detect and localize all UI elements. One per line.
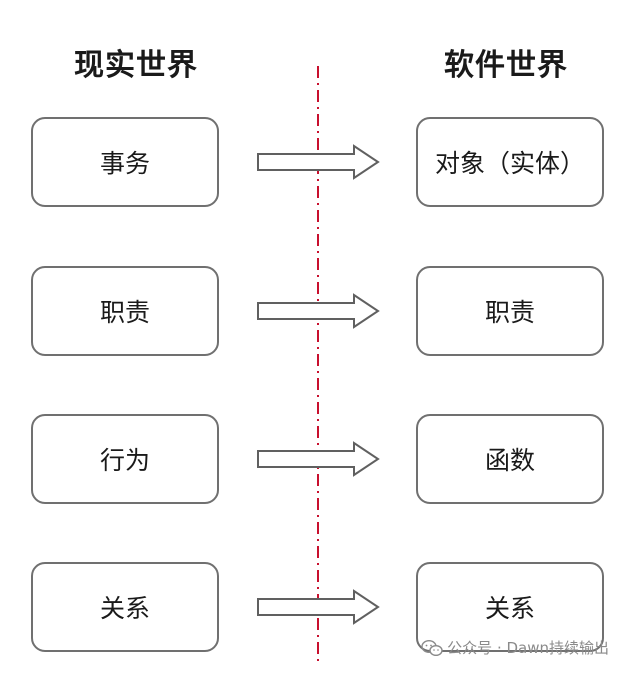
software-item-box: 对象（实体） xyxy=(416,117,604,207)
real-world-heading: 现实世界 xyxy=(74,48,198,83)
software-item-box: 关系 xyxy=(416,562,604,652)
mapping-arrow xyxy=(257,589,380,625)
mapping-arrow xyxy=(257,293,380,329)
wechat-icon xyxy=(421,639,443,656)
watermark-text: 公众号 · Dawn持续输出 xyxy=(447,639,609,657)
real-item-label: 职责 xyxy=(99,298,150,327)
mapping-arrow xyxy=(257,441,380,477)
software-item-box: 职责 xyxy=(416,266,604,356)
software-world-heading: 软件世界 xyxy=(444,48,568,83)
real-item-label: 事务 xyxy=(99,149,150,178)
real-item-box: 关系 xyxy=(31,562,219,652)
real-item-label: 行为 xyxy=(99,446,150,475)
software-item-label: 关系 xyxy=(484,594,535,623)
mapping-arrow xyxy=(257,144,380,180)
software-item-label: 函数 xyxy=(484,446,535,475)
watermark: 公众号 · Dawn持续输出 xyxy=(421,637,609,658)
real-item-box: 行为 xyxy=(31,414,219,504)
software-item-box: 函数 xyxy=(416,414,604,504)
software-item-label: 职责 xyxy=(484,298,535,327)
software-item-label: 对象（实体） xyxy=(434,149,585,178)
real-item-label: 关系 xyxy=(99,594,150,623)
real-item-box: 职责 xyxy=(31,266,219,356)
real-item-box: 事务 xyxy=(31,117,219,207)
